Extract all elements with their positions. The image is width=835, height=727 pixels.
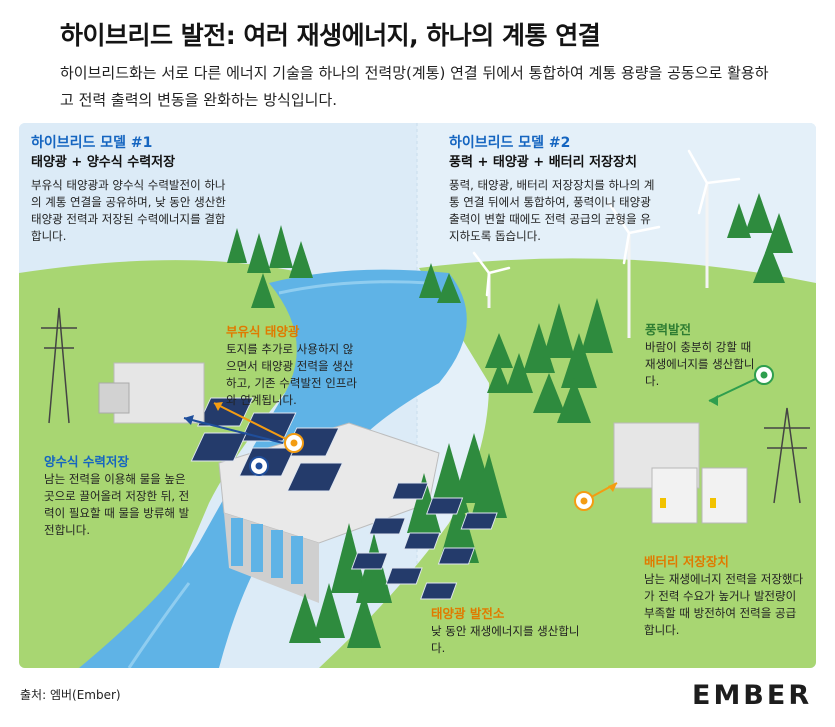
model1-description: 부유식 태양광과 양수식 수력발전이 하나의 계통 연결을 공유하며, 낮 동안…: [31, 178, 226, 243]
pumped-hydro-title: 양수식 수력저장: [44, 454, 129, 469]
solar-farm-title: 태양광 발전소: [431, 606, 505, 621]
landscape-illustration: [19, 123, 816, 668]
wind-desc: 바람이 충분히 강할 때 재생에너지를 생산합니다.: [645, 340, 755, 388]
model2-description: 풍력, 태양광, 배터리 저장장치를 하나의 계통 연결 뒤에서 통합하여, 풍…: [449, 178, 655, 243]
source-note: 출처: 엠버(Ember): [20, 688, 121, 702]
battery-title: 배터리 저장장치: [644, 554, 729, 569]
battery-desc: 남는 재생에너지 전력을 저장했다가 전력 수요가 높거나 발전량이 부족할 때…: [644, 572, 804, 637]
wind-callout: 풍력발전 바람이 충분히 강할 때 재생에너지를 생산합니다.: [645, 321, 755, 390]
page-subtitle: 하이브리드화는 서로 다른 에너지 기술을 하나의 전력망(계통) 연결 뒤에서…: [60, 64, 769, 109]
model2-text-block: 하이브리드 모델 #2 풍력 + 태양광 + 배터리 저장장치 풍력, 태양광,…: [449, 133, 709, 245]
model2-subheading: 풍력 + 태양광 + 배터리 저장장치: [449, 155, 637, 170]
ember-logo: EMBER: [692, 680, 813, 711]
model1-text-block: 하이브리드 모델 #1 태양광 + 양수식 수력저장 부유식 태양광과 양수식 …: [31, 133, 291, 245]
floating-solar-callout: 부유식 태양광 토지를 추가로 사용하지 않으면서 태양광 전력을 생산하고, …: [226, 323, 361, 409]
solar-farm-desc: 낮 동안 재생에너지를 생산합니다.: [431, 624, 580, 655]
battery-callout: 배터리 저장장치 남는 재생에너지 전력을 저장했다가 전력 수요가 높거나 발…: [644, 553, 804, 639]
model2-heading: 하이브리드 모델 #2: [449, 135, 571, 151]
floating-solar-title: 부유식 태양광: [226, 324, 300, 339]
page-title: 하이브리드 발전: 여러 재생에너지, 하나의 계통 연결: [60, 21, 601, 50]
solar-farm-callout: 태양광 발전소 낮 동안 재생에너지를 생산합니다.: [431, 605, 581, 657]
floating-solar-desc: 토지를 추가로 사용하지 않으면서 태양광 전력을 생산하고, 기존 수력발전 …: [226, 342, 358, 407]
pumped-hydro-desc: 남는 전력을 이용해 물을 높은 곳으로 끌어올려 저장한 뒤, 전력이 필요할…: [44, 472, 190, 537]
model1-subheading: 태양광 + 양수식 수력저장: [31, 155, 176, 170]
wind-title: 풍력발전: [645, 322, 692, 337]
pumped-hydro-callout: 양수식 수력저장 남는 전력을 이용해 물을 높은 곳으로 끌어올려 저장한 뒤…: [44, 453, 194, 539]
model1-heading: 하이브리드 모델 #1: [31, 135, 153, 151]
illustration-panel: 하이브리드 모델 #1 태양광 + 양수식 수력저장 부유식 태양광과 양수식 …: [19, 123, 816, 668]
